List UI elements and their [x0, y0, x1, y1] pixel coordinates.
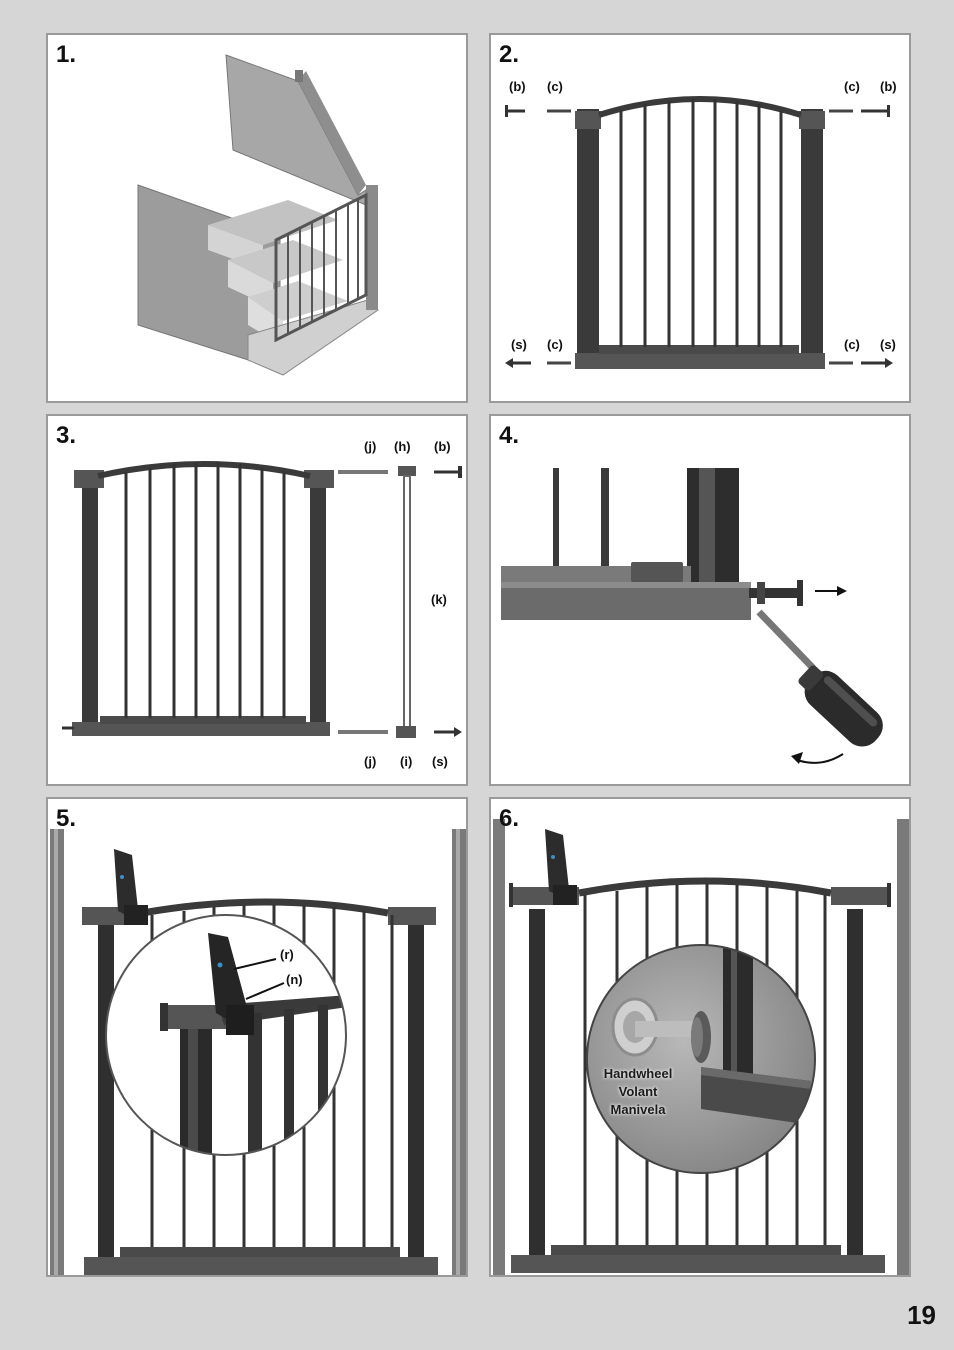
handwheel-label-en: Handwheel — [603, 1066, 673, 1081]
step-number: 1. — [56, 41, 77, 68]
handwheel-tighten-illustration — [493, 819, 909, 1275]
gate-lever-illustration — [50, 829, 466, 1275]
handwheel-label-es: Manivela — [610, 1102, 666, 1117]
label-k: (k) — [431, 592, 447, 607]
step-6-panel: 6. Handwheel Volant Manivela — [489, 797, 911, 1277]
step-number: 6. — [499, 805, 520, 832]
step-2-panel: 2. (b) (c) (c) (b) (s) (c) (c) (s) — [489, 33, 911, 403]
label-r: (r) — [280, 947, 294, 962]
label-c: (c) — [547, 79, 563, 94]
label-s: (s) — [511, 337, 527, 352]
label-j: (j) — [364, 754, 377, 769]
step-4-panel: 4. — [489, 414, 911, 786]
page-number: 19 — [907, 1300, 936, 1330]
label-c: (c) — [547, 337, 563, 352]
step-number: 3. — [56, 422, 77, 449]
label-b: (b) — [880, 79, 897, 94]
handwheel-label: Handwheel Volant Manivela — [583, 1065, 693, 1119]
step-number: 2. — [499, 41, 520, 68]
gate-exploded-illustration — [505, 96, 893, 369]
gate-extension-illustration — [62, 461, 462, 738]
handwheel-label-fr: Volant — [618, 1084, 658, 1099]
step-5-panel: 5. (r) (n) — [46, 797, 468, 1277]
label-h: (h) — [394, 439, 411, 454]
label-c: (c) — [844, 337, 860, 352]
label-c: (c) — [844, 79, 860, 94]
label-n: (n) — [286, 972, 303, 987]
step-3-panel: 3. (j) (h) (b) (k) (j) (i) (s) — [46, 414, 468, 786]
step-number: 5. — [56, 805, 77, 832]
label-b: (b) — [434, 439, 451, 454]
label-s: (s) — [880, 337, 896, 352]
step-1-panel: 1. — [46, 33, 468, 403]
label-s: (s) — [432, 754, 448, 769]
stair-gate-illustration — [137, 54, 379, 376]
label-j: (j) — [364, 439, 377, 454]
screwdriver-adjust-illustration — [501, 468, 883, 764]
label-i: (i) — [400, 754, 413, 769]
label-b: (b) — [509, 79, 526, 94]
step-number: 4. — [499, 422, 520, 449]
